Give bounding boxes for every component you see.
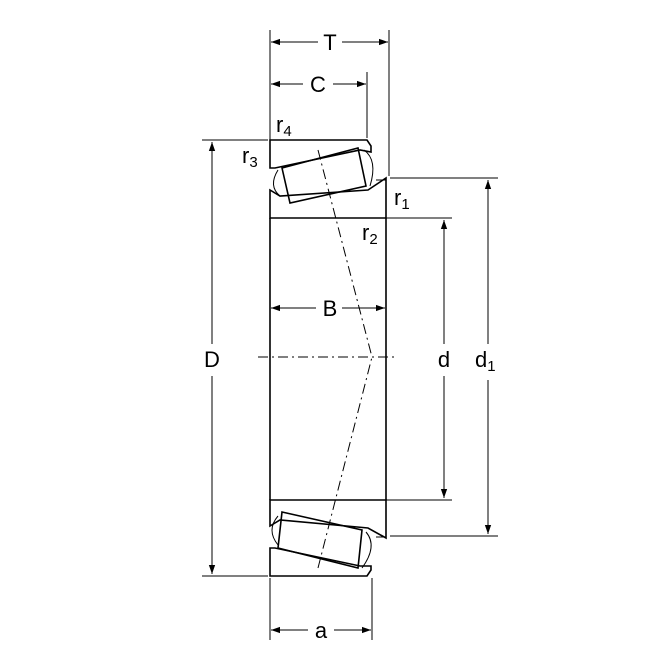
label-B: B [323,296,338,321]
label-r4: r4 [276,112,292,140]
outer-ring-bottom [269,547,372,577]
label-D: D [204,347,220,372]
inner-ring-bottom [269,499,387,540]
roller-bottom [271,511,372,569]
label-r1: r1 [394,185,410,213]
roller-axis-top [317,149,373,358]
label-d1: d1 [475,347,496,375]
label-a: a [315,618,328,643]
extension-lines [202,30,498,640]
roller-top [273,147,374,204]
label-d: d [438,347,450,372]
inner-ring-top [269,176,387,219]
label-T: T [323,30,336,55]
label-C: C [310,72,326,97]
outer-ring-top [269,139,372,169]
label-r3: r3 [242,143,258,171]
dimension-lines [208,38,492,634]
roller-axis-bottom [317,356,373,569]
label-r2: r2 [362,220,378,248]
